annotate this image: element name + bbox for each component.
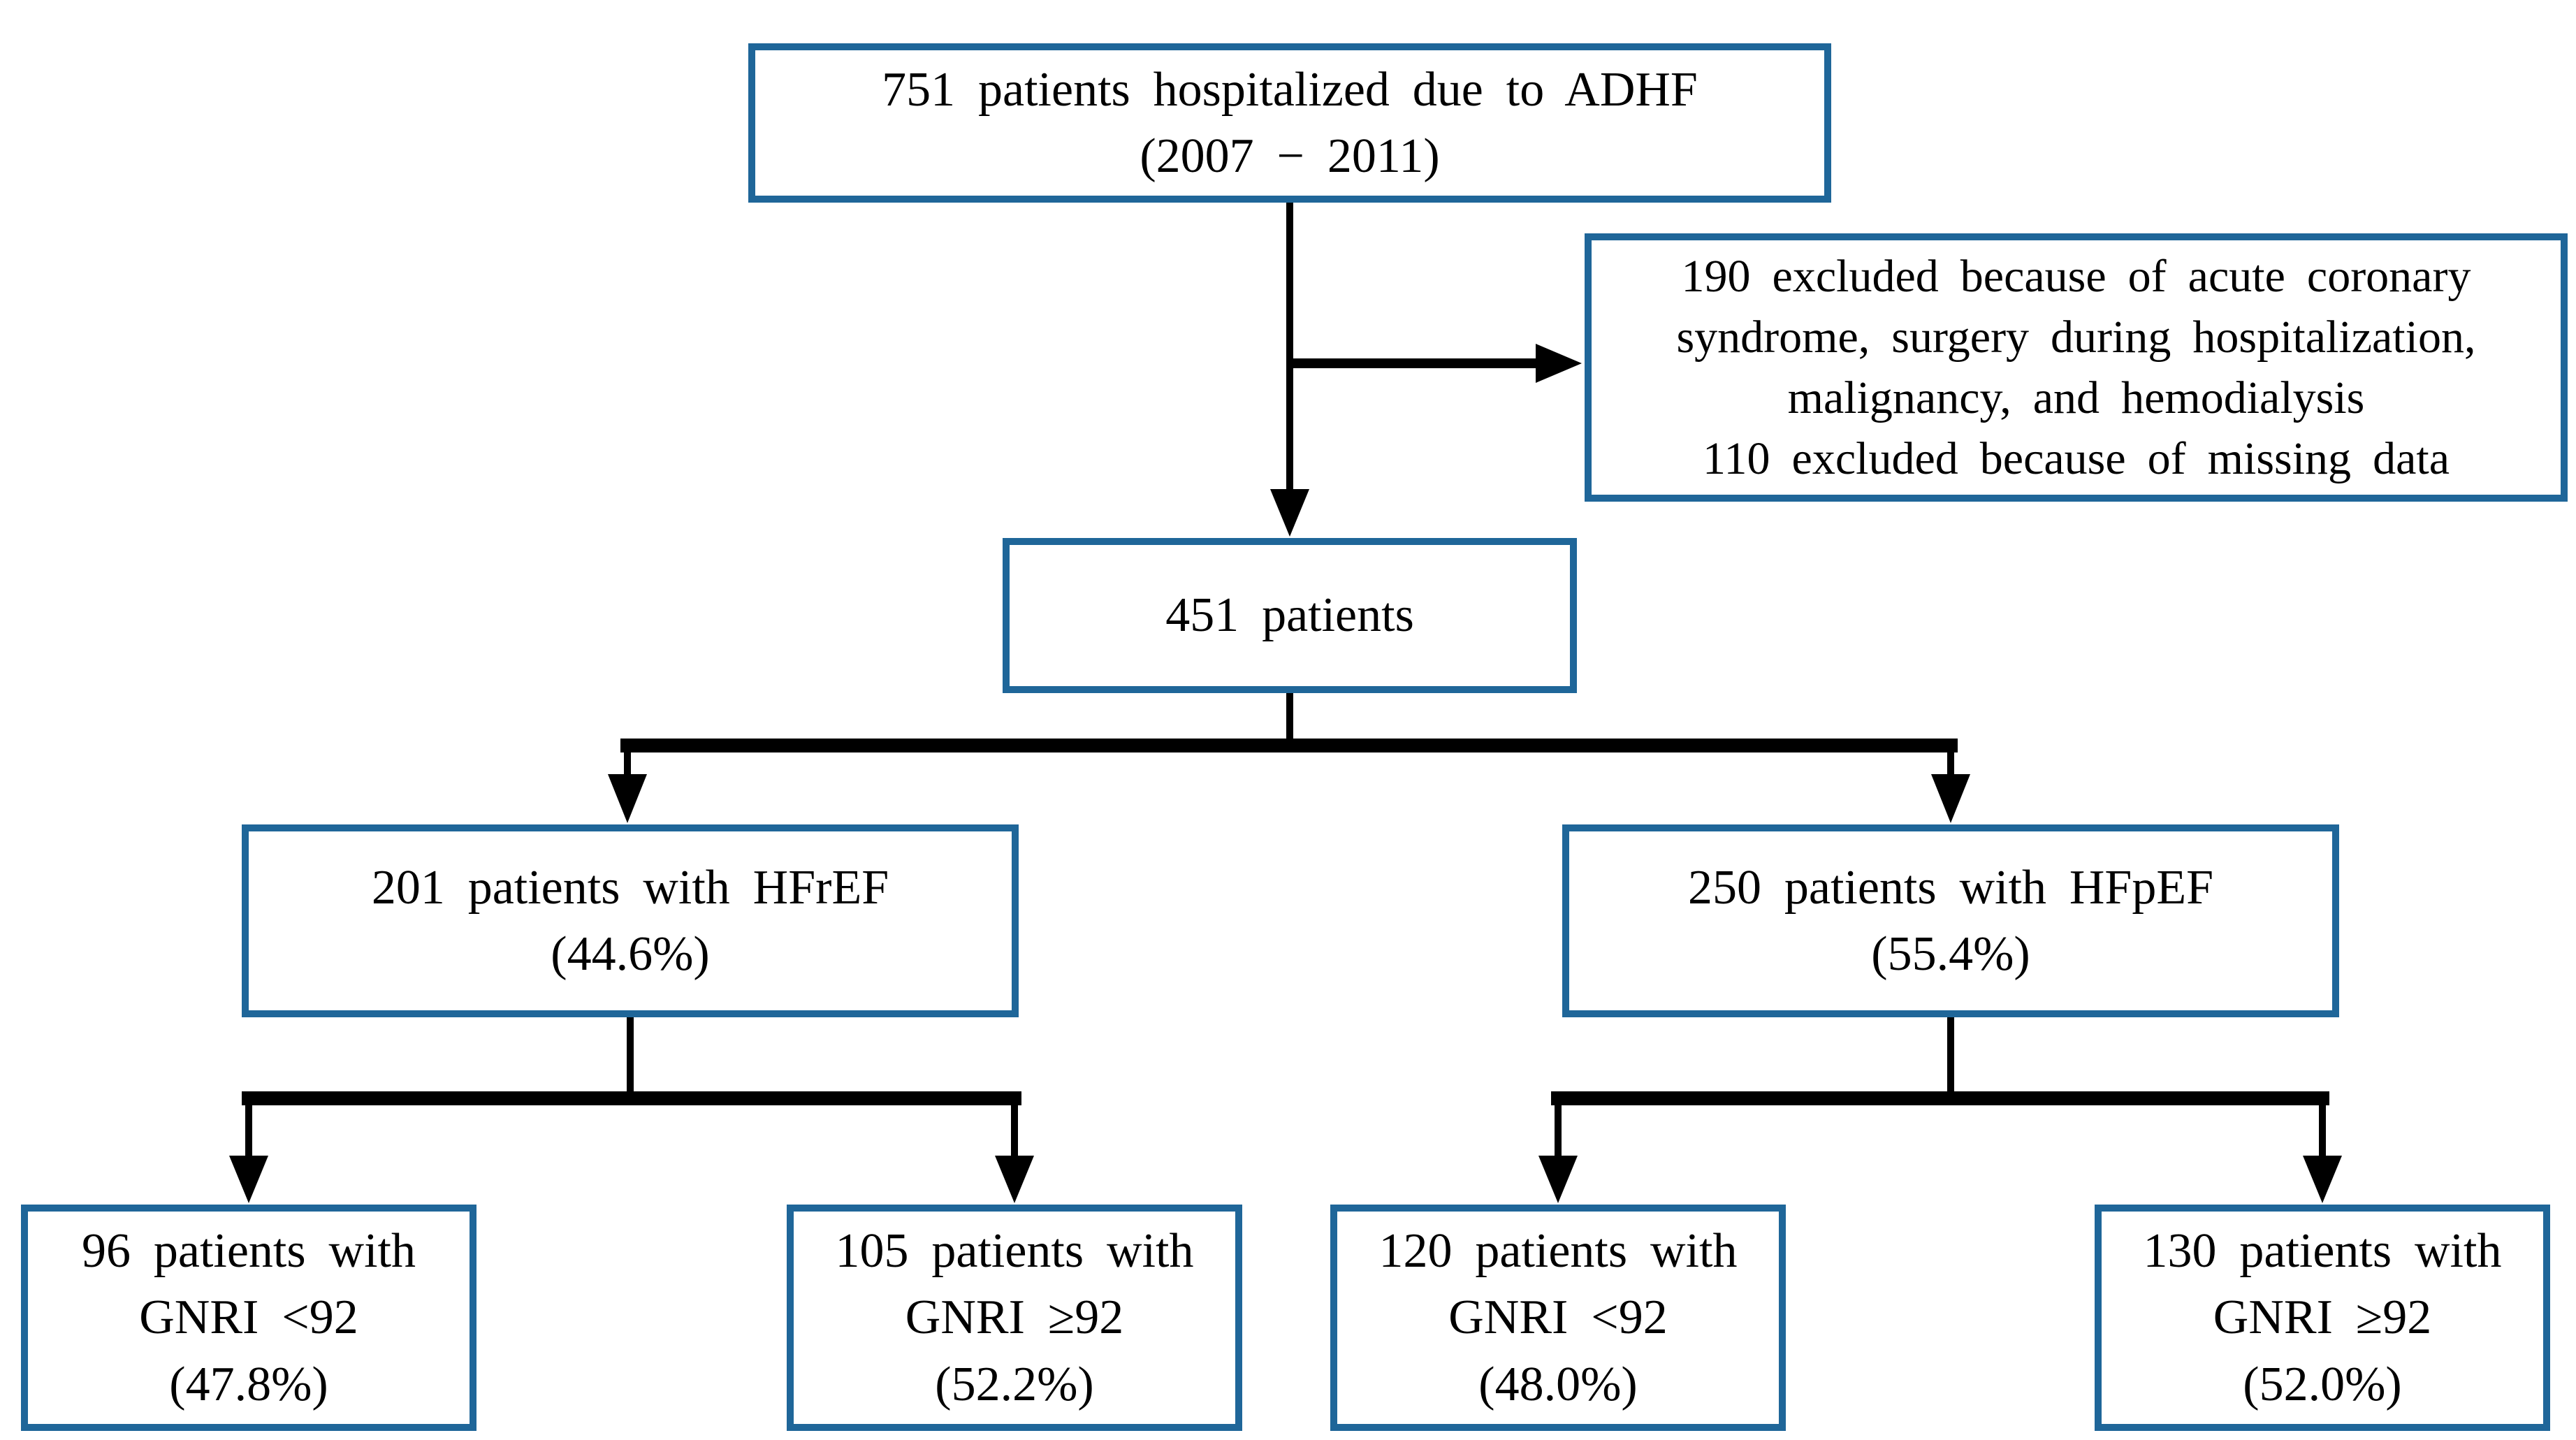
- node-excluded-line2: syndrome, surgery during hospitalization…: [1676, 311, 2476, 363]
- node-hfpef-gnri-low-line2: GNRI <92: [1448, 1290, 1668, 1345]
- node-hfref-gnri-high-line3: (52.2%): [935, 1357, 1094, 1411]
- node-hfpef-gnri-high-line2: GNRI ≥92: [2213, 1290, 2432, 1345]
- node-hfpef: 250 patients with HFpEF (55.4%): [1562, 824, 2339, 1017]
- arrowhead-into-excluded-icon: [1536, 344, 1582, 383]
- node-excluded: 190 excluded because of acute coronary s…: [1585, 233, 2568, 502]
- node-hfpef-gnri-low: 120 patients with GNRI <92 (48.0%): [1330, 1205, 1786, 1431]
- arrowhead-into-hfpef-gnri-high-icon: [2303, 1156, 2342, 1203]
- arrowhead-into-hfpef-gnri-low-icon: [1538, 1156, 1578, 1203]
- node-hfref-gnri-low-line3: (47.8%): [169, 1357, 328, 1411]
- node-hfref-gnri-low-line1: 96 patients with: [82, 1224, 416, 1279]
- node-hfref: 201 patients with HFrEF (44.6%): [242, 824, 1019, 1017]
- arrowhead-into-eligible-icon: [1270, 489, 1309, 537]
- node-hfpef-gnri-high: 130 patients with GNRI ≥92 (52.0%): [2095, 1205, 2550, 1431]
- node-hfref-gnri-high-line1: 105 patients with: [835, 1224, 1194, 1279]
- node-hfpef-gnri-low-line1: 120 patients with: [1378, 1224, 1738, 1279]
- arrowhead-into-hfref-gnri-low-icon: [229, 1156, 268, 1203]
- arrowhead-into-hfref-gnri-high-icon: [995, 1156, 1034, 1203]
- arrowhead-into-hfpef-icon: [1931, 774, 1970, 823]
- node-hfpef-gnri-low-line3: (48.0%): [1478, 1357, 1638, 1411]
- node-hfpef-line1: 250 patients with HFpEF: [1687, 860, 2214, 915]
- node-hfref-gnri-high-line2: GNRI ≥92: [905, 1290, 1124, 1345]
- node-eligible: 451 patients: [1003, 538, 1577, 693]
- node-eligible-line1: 451 patients: [1165, 588, 1414, 643]
- node-excluded-line3: malignancy, and hemodialysis: [1787, 372, 2365, 423]
- node-hfpef-line2: (55.4%): [1871, 927, 2030, 981]
- node-hfref-line2: (44.6%): [551, 927, 710, 981]
- node-adhf-line2: (2007 − 2011): [1140, 129, 1440, 183]
- node-excluded-line4: 110 excluded because of missing data: [1702, 433, 2450, 485]
- node-hfref-gnri-low-line2: GNRI <92: [139, 1290, 358, 1345]
- node-hfref-gnri-low: 96 patients with GNRI <92 (47.8%): [21, 1205, 476, 1431]
- node-hfref-gnri-high: 105 patients with GNRI ≥92 (52.2%): [787, 1205, 1242, 1431]
- node-hfpef-gnri-high-line3: (52.0%): [2243, 1357, 2402, 1411]
- arrowhead-into-hfref-icon: [608, 774, 647, 823]
- node-hfpef-gnri-high-line1: 130 patients with: [2143, 1224, 2502, 1279]
- node-adhf-total: 751 patients hospitalized due to ADHF (2…: [748, 43, 1831, 203]
- node-adhf-line1: 751 patients hospitalized due to ADHF: [882, 62, 1698, 117]
- node-excluded-line1: 190 excluded because of acute coronary: [1681, 250, 2471, 302]
- node-hfref-line1: 201 patients with HFrEF: [371, 860, 889, 915]
